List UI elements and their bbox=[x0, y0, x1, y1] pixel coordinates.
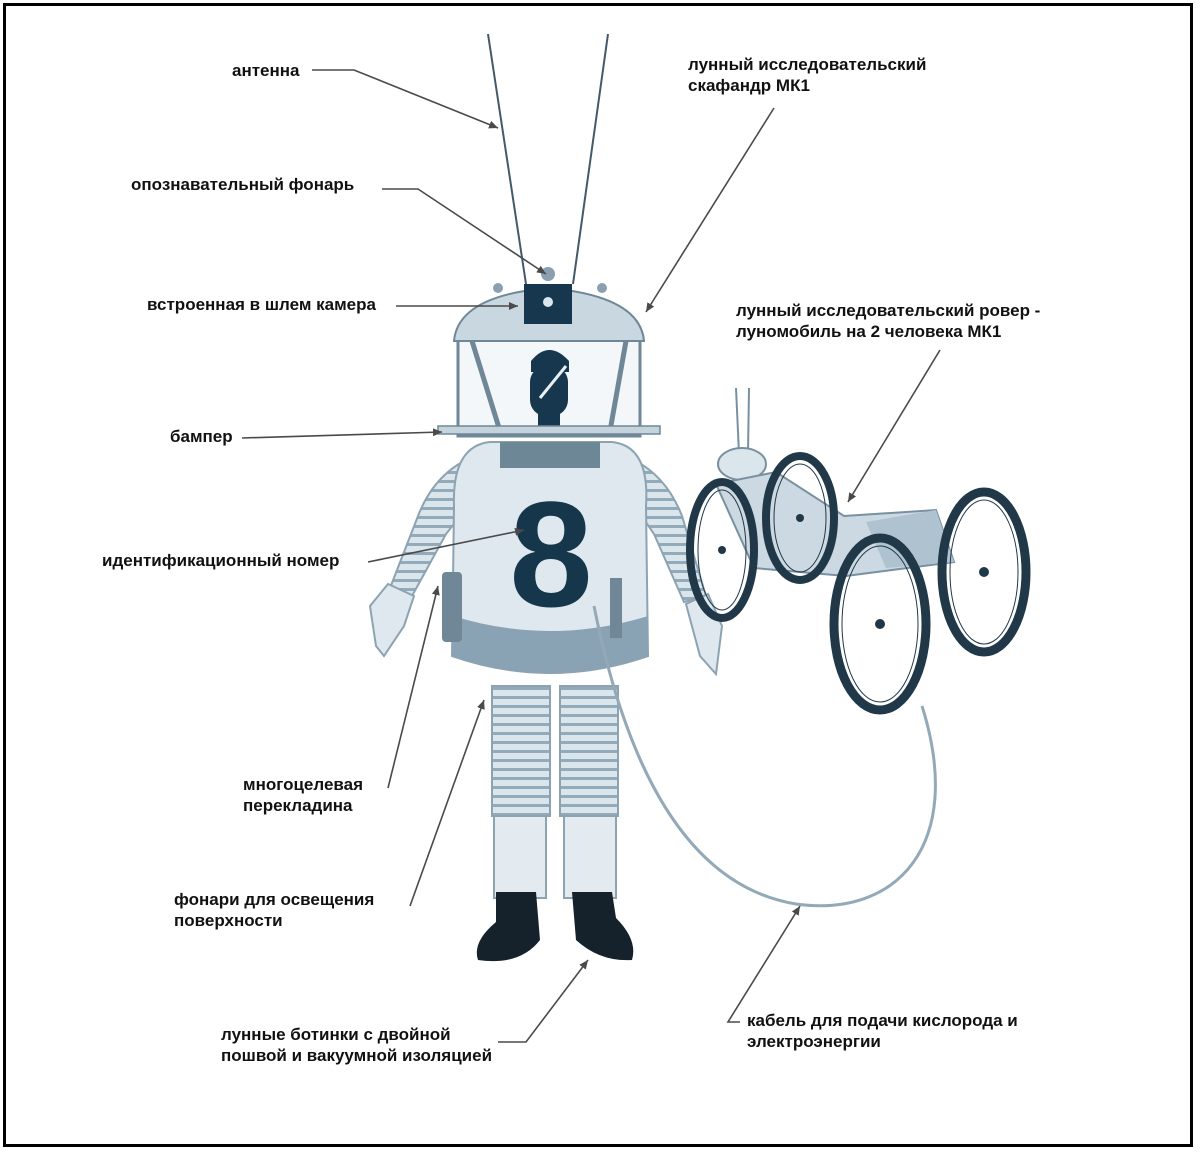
label-moon-boots: лунные ботинки с двойной пошвой и вакуум… bbox=[221, 1024, 492, 1066]
lunar-rover bbox=[686, 387, 1031, 715]
label-moon-boots-line1: лунные ботинки с двойной bbox=[221, 1025, 451, 1044]
astronaut-face bbox=[530, 350, 569, 428]
label-cable: кабель для подачи кислорода и электроэне… bbox=[747, 1010, 1018, 1052]
label-cable-line1: кабель для подачи кислорода и bbox=[747, 1011, 1018, 1030]
illustration: 8 bbox=[241, 33, 1031, 1043]
label-moon-boots-line2: пошвой и вакуумной изоляцией bbox=[221, 1046, 493, 1065]
label-surface-lights-line1: фонари для освещения bbox=[174, 890, 375, 909]
label-rover-line1: лунный исследовательский ровер - bbox=[736, 301, 1041, 320]
bumper-bar bbox=[437, 425, 661, 435]
label-crossbar-line1: многоцелевая bbox=[243, 775, 364, 794]
moon-boots bbox=[476, 892, 634, 962]
label-bumper: бампер bbox=[170, 427, 233, 446]
label-cable-line2: электроэнергии bbox=[747, 1032, 881, 1051]
label-surface-lights-line2: поверхности bbox=[174, 911, 283, 930]
helmet bbox=[452, 267, 646, 438]
label-id-number: идентификационный номер bbox=[102, 551, 340, 570]
label-rover-line2: луномобиль на 2 человека МК1 bbox=[736, 322, 1002, 341]
label-helmet-camera: встроенная в шлем камера bbox=[147, 295, 376, 314]
suit-legs bbox=[491, 685, 619, 899]
antenna-right bbox=[572, 33, 609, 285]
label-beacon: опознавательный фонарь bbox=[131, 175, 355, 194]
suit-number: 8 bbox=[509, 470, 592, 638]
diagram-frame: 8 bbox=[3, 3, 1193, 1147]
oxygen-power-cable bbox=[592, 605, 937, 908]
label-surface-lights: фонари для освещения поверхности bbox=[174, 889, 374, 931]
antenna-left bbox=[487, 33, 527, 285]
label-antenna: антенна bbox=[232, 61, 300, 80]
label-crossbar: многоцелевая перекладина bbox=[243, 774, 363, 816]
beacon-light bbox=[541, 267, 555, 281]
label-suit-line2: скафандр МК1 bbox=[688, 76, 810, 95]
label-crossbar-line2: перекладина bbox=[243, 796, 353, 815]
leader-lines bbox=[241, 69, 941, 1043]
label-rover: лунный исследовательский ровер - луномоб… bbox=[736, 300, 1040, 342]
label-suit: лунный исследовательский скафандр МК1 bbox=[688, 54, 926, 96]
label-suit-line1: лунный исследовательский bbox=[688, 55, 927, 74]
